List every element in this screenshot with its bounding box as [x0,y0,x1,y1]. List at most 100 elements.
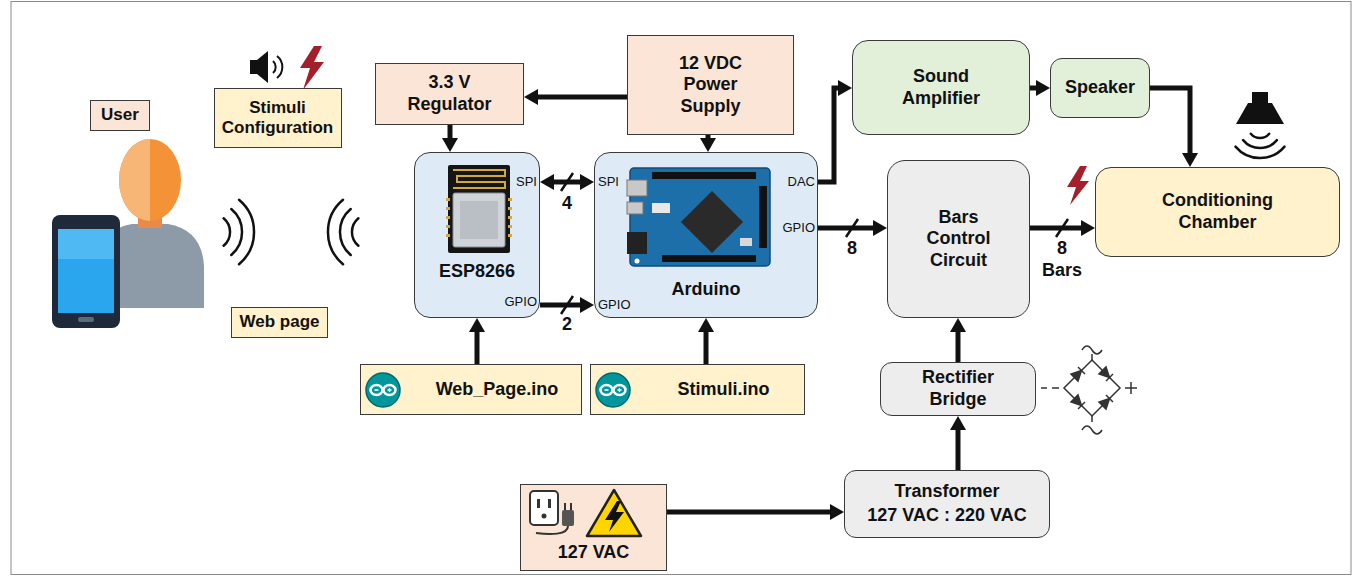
connector-arrow-part [838,80,852,96]
arduino-board-picture-part [627,180,647,196]
sound-icon [250,51,282,83]
connector-arrow-part [818,88,841,182]
wireless-waves [224,200,359,264]
warning-icon-part [587,490,641,536]
bus-width-mark-part [561,296,573,314]
user-figure-part [78,317,94,322]
esp8266-module-picture-part [453,193,505,247]
node-label: 12 VDC Power Supply [666,53,756,118]
node-label: Stimuli Configuration [219,98,336,139]
connector-arrow-part [950,318,966,332]
wireless-waves-part [224,218,230,246]
horn-speaker-icon [1236,92,1285,158]
arduino-logo [366,373,400,407]
power-box: 12 VDC Power Supply [627,35,794,135]
outlet-plug-icon-part [536,526,568,534]
connector-arrow-part [580,174,594,190]
wireless-waves-part [352,218,358,246]
connector-arrow [818,220,887,236]
arduino-logo-part [366,373,400,407]
horn-speaker-icon-part [1252,92,1268,103]
connector-arrow-part [704,329,709,364]
bus-width-mark-part [846,219,858,237]
power-box: 3.3 V Regulator [375,63,524,125]
user-figure-part [119,139,150,221]
connector-arrow-part [830,504,844,520]
outlet-plug-icon-part [565,503,571,510]
connector-arrow-part [667,510,833,515]
esp8266-module-picture-part [460,201,498,239]
connector-arrow-part [818,226,876,231]
node-label: Rectifier Bridge [903,367,1013,410]
warning-icon [587,490,641,536]
bridge-rectifier-symbol-part [1091,354,1093,422]
connector-arrow-part [956,329,961,362]
user-figure-part [119,139,181,221]
connector-arrow-part [873,220,887,236]
connector-arrow [700,135,716,152]
arduino-logo-part [605,388,622,392]
connector-arrow-part [1150,88,1190,156]
circuit-box: Rectifier Bridge [880,362,1036,416]
arduino-board-picture-part [652,172,756,179]
connector-arrow-part [1030,226,1084,231]
esp8266-module-picture-part-part [446,198,450,201]
connector-arrow [442,125,458,152]
user-figure-part [52,215,120,328]
outlet-plug-icon-part [562,510,574,526]
arduino-board-picture-part [627,232,647,254]
node-label: 3.3 V Regulator [400,72,500,115]
edge-label: 2 [562,314,572,336]
arduino-board-picture-part [635,259,640,264]
bridge-rectifier-symbol-part [1082,346,1102,354]
horn-speaker-icon-part [1236,103,1284,124]
pin-label: SPI [516,174,537,190]
pin-label: GPIO [598,297,631,313]
node-label: Arduino [672,279,741,301]
arduino-board-picture-part [740,238,752,246]
connector-arrow-part [580,297,594,313]
node-label: Conditioning Chamber [1143,190,1293,233]
connector-arrow-part [442,138,458,152]
bus-width-mark [561,173,1068,314]
node-label: 127 VAC : 220 VAC [867,505,1026,527]
arduino-logo-part [596,373,630,407]
connector-arrow-part [475,329,480,364]
esp8266-module-picture-part-part [446,207,450,210]
outlet-plug-icon-part [548,499,551,508]
bridge-rectifier-symbol-part [1078,367,1085,374]
bridge-rectifier-symbol-part [1106,395,1113,402]
bridge-rectifier-symbol-part [1125,382,1137,394]
arduino-board-picture-part [627,202,643,214]
connector-arrow-part [1036,80,1050,96]
bridge-rectifier-symbol-part [1078,402,1085,409]
node-label: Stimuli.ino [678,379,770,401]
note-box: Web page [231,307,328,338]
connector-arrow [698,318,714,364]
connector-arrow-part [540,174,554,190]
esp8266-module-picture-part-part [508,234,512,237]
esp8266-module-picture-part-part [508,198,512,201]
connector-arrow-part [956,427,961,470]
pin-label: GPIO [504,294,537,310]
sound-icon-part [257,51,268,83]
node-label: Transformer [894,481,999,503]
user-figure-part [58,229,114,313]
audio-box: Speaker [1050,58,1150,118]
esp8266-module-picture-part-part [508,207,512,210]
node-label: Web page [240,312,320,332]
connector-arrow-part [698,318,714,332]
horn-speaker-icon-part-part [1251,134,1269,138]
outlet-plug-icon-part [530,491,558,525]
esp8266-module-picture-part [446,198,512,237]
arduino-board-picture-part [759,186,767,248]
bridge-rectifier-symbol-part [1082,426,1102,434]
bridge-rectifier-symbol-part [1071,371,1082,382]
bridge-rectifier-symbol-part [1041,387,1059,389]
user-figure-part [58,229,114,259]
connector-arrow-part [540,303,583,308]
horn-speaker-icon-part-part [1236,147,1285,158]
esp8266-module-picture [446,165,512,253]
sound-icon-part [250,60,257,74]
arduino-board-picture-part [652,203,670,213]
